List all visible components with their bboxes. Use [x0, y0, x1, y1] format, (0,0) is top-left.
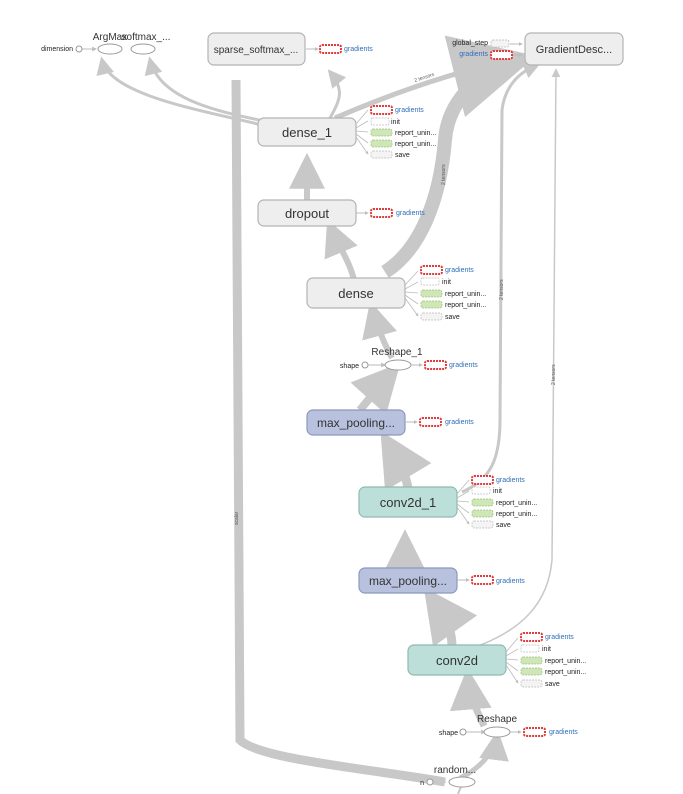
save-label: save: [445, 314, 460, 321]
edge-dense-to-gradient: [381, 35, 537, 278]
conv2d-label: conv2d: [436, 653, 478, 668]
dropout-node[interactable]: dropout: [257, 199, 357, 227]
dense-node[interactable]: dense: [306, 277, 406, 309]
argmax-node[interactable]: ArgMax: [93, 32, 127, 55]
gradients-label: gradients: [496, 578, 525, 585]
edge-dense-1-to-sparse: [327, 69, 347, 119]
save-label: save: [545, 681, 560, 688]
max-pooling-1-node[interactable]: max_pooling...: [306, 409, 406, 436]
dropout-gradients[interactable]: gradients: [356, 208, 425, 218]
softmax-label: softmax_...: [122, 32, 171, 43]
reshape-label: Reshape: [477, 714, 517, 725]
gradient-descent-node[interactable]: GradientDesc...: [524, 32, 624, 66]
dimension-const[interactable]: dimension: [41, 45, 83, 53]
edge-label-tensors: 2 tensors: [441, 164, 447, 185]
report-label: report_unin...: [496, 511, 537, 518]
max-pooling-1-label: max_pooling...: [317, 416, 395, 430]
edges: [82, 35, 561, 794]
edge-random-to-reshape: [458, 730, 509, 781]
report-label: report_unin...: [545, 658, 586, 665]
dropout-label: dropout: [285, 206, 329, 221]
gradient-descent-label: GradientDesc...: [536, 44, 612, 56]
conv2d-aux[interactable]: gradients init report_unin... report_uni…: [505, 632, 586, 688]
reshape-shape[interactable]: shape: [439, 728, 467, 737]
gradients-label: gradients: [496, 477, 525, 484]
conv2d-node[interactable]: conv2d: [407, 644, 507, 676]
init-label: init: [391, 119, 400, 126]
reshape-1-shape[interactable]: shape: [340, 361, 369, 370]
report-label: report_unin...: [545, 669, 586, 676]
conv2d-1-aux[interactable]: gradients init report_unin... report_uni…: [456, 475, 537, 529]
edge-conv2d-1-to-gradient: [461, 61, 542, 494]
shape-label: shape: [340, 363, 359, 370]
gradients-label: gradients: [396, 210, 425, 217]
init-label: init: [542, 646, 551, 653]
max-pooling-2-node[interactable]: max_pooling...: [358, 567, 458, 594]
argmax-label: ArgMax: [93, 32, 127, 43]
global-step-label: global_step: [452, 40, 488, 47]
sparse-softmax-node[interactable]: sparse_softmax_...: [207, 32, 306, 66]
edge-conv2d-to-gradient: [477, 68, 561, 647]
random-label: random...: [434, 765, 476, 776]
dense-aux[interactable]: gradients init report_unin... report_uni…: [404, 265, 486, 321]
edge-dense-1-to-softmax: [144, 56, 265, 123]
reshape-gradients[interactable]: gradients: [510, 727, 578, 737]
dense-1-label: dense_1: [282, 125, 332, 140]
edge-conv2d-to-pool: [423, 587, 478, 647]
gradients-label: gradients: [449, 362, 478, 369]
max-pooling-2-label: max_pooling...: [369, 574, 447, 588]
gradients-label: gradients: [549, 729, 578, 736]
random-node[interactable]: random...: [434, 765, 476, 788]
max-pooling-1-gradients[interactable]: gradients: [405, 417, 474, 427]
edge-dense-to-dropout: [324, 219, 358, 281]
conv2d-1-node[interactable]: conv2d_1: [358, 486, 458, 518]
gradients-label: gradients: [445, 267, 474, 274]
report-label: report_unin...: [395, 141, 436, 148]
softmax-node[interactable]: softmax_...: [122, 32, 171, 55]
edge-dense-1-to-argmax: [96, 56, 263, 127]
edge-conv2d-1-to-pool: [380, 430, 432, 491]
reshape-1-label: Reshape_1: [371, 347, 423, 358]
global-step-input[interactable]: global_step: [452, 39, 523, 48]
edge-pool-to-reshape-1: [350, 362, 401, 415]
save-label: save: [395, 152, 410, 159]
edge-reshape-1-to-dense: [362, 301, 397, 360]
shape-label: shape: [439, 730, 458, 737]
edge-dense-1-to-gradient: [334, 48, 526, 121]
edge-label-scalar: scalar: [234, 511, 240, 525]
dense-1-aux[interactable]: gradients init report_unin... report_uni…: [355, 105, 436, 159]
random-n-input[interactable]: n: [420, 778, 434, 787]
gradients-label: gradients: [445, 419, 474, 426]
gradients-label: gradients: [545, 634, 574, 641]
reshape-1-node[interactable]: Reshape_1: [371, 347, 423, 371]
gradients-label: gradients: [395, 107, 424, 114]
dimension-label: dimension: [41, 46, 73, 53]
gradient-descent-gradients[interactable]: gradients: [459, 50, 523, 60]
sparse-softmax-gradients[interactable]: gradients: [306, 44, 373, 54]
edge-label-tensors-3: 2 tensors: [551, 364, 557, 385]
dense-label: dense: [338, 286, 373, 301]
n-label: n: [420, 780, 424, 787]
reshape-1-gradients[interactable]: gradients: [411, 360, 478, 370]
report-label: report_unin...: [445, 302, 486, 309]
gradients-label: gradients: [344, 46, 373, 53]
edge-reshape-to-conv2d: [449, 667, 492, 728]
report-label: report_unin...: [395, 130, 436, 137]
dense-1-node[interactable]: dense_1: [257, 117, 357, 147]
report-label: report_unin...: [496, 500, 537, 507]
max-pooling-2-gradients[interactable]: gradients: [457, 575, 525, 585]
edge-random-to-sparse-softmax: [231, 79, 446, 787]
report-label: report_unin...: [445, 291, 486, 298]
save-label: save: [496, 522, 511, 529]
sparse-softmax-label: sparse_softmax_...: [214, 45, 298, 56]
gradients-label: gradients: [459, 51, 488, 58]
edge-label-tensors-2: 2 tensors: [499, 279, 505, 300]
init-label: init: [493, 488, 502, 495]
conv2d-1-label: conv2d_1: [380, 495, 436, 510]
init-label: init: [442, 279, 451, 286]
